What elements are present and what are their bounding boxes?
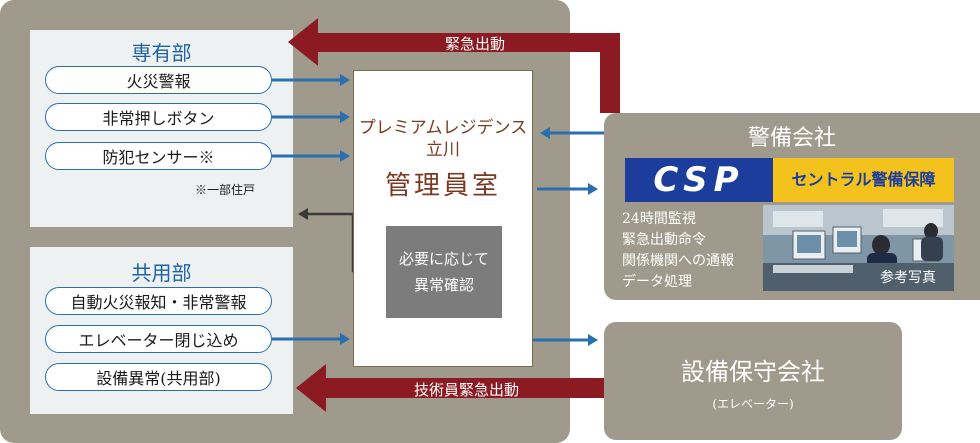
maintenance-company-title: 設備保守会社 (681, 358, 825, 386)
common-area-title: 共用部 (131, 261, 192, 285)
company-name-logo: セントラル警備保障 (773, 158, 954, 202)
fire-alarm-item: 火災警報 (45, 66, 272, 94)
emergency-arrow-head (288, 18, 318, 66)
monitoring-room-photo (763, 205, 954, 291)
photo-caption: 参考写真 (880, 270, 936, 286)
equipment-fault-item: 設備異常(共用部) (45, 363, 272, 391)
elevator-entrapment-item: エレベーター閉じ込め (45, 325, 272, 353)
emergency-arrow-shaft (312, 33, 620, 52)
emergency-arrow-vertical (600, 33, 620, 113)
anomaly-check-line1: 必要に応じて (398, 250, 489, 268)
csp-logo: CSP (625, 158, 773, 202)
duty-item: データ処理 (622, 274, 692, 290)
duty-item: 緊急出動命令 (622, 232, 706, 248)
duty-item: 24時間監視 (622, 211, 696, 227)
building-name: プレミアムレジデンス (358, 118, 528, 138)
security-sensor-item: 防犯センサー※ (45, 142, 272, 170)
management-office-title: 管理員室 (384, 171, 501, 201)
duty-item: 関係機関への通報 (622, 253, 734, 269)
private-area-title: 専有部 (131, 41, 192, 65)
security-company-title: 警備会社 (747, 126, 836, 151)
fire-alarm-common-item: 自動火災報知・非常警報 (45, 287, 272, 315)
emergency-button-item: 非常押しボタン (45, 103, 272, 131)
technician-dispatch-label: 技術員緊急出動 (414, 381, 520, 399)
technician-arrow-head (296, 364, 326, 412)
maintenance-company-panel (604, 322, 902, 440)
anomaly-check-line2: 異常確認 (413, 276, 474, 294)
maintenance-company-subtitle: (エレベーター) (712, 397, 794, 411)
technician-arrow-shaft (322, 378, 604, 398)
partial-units-note: ※一部住戸 (195, 183, 256, 197)
management-office-box: プレミアムレジデンス 立川 管理員室 (353, 70, 533, 367)
building-location: 立川 (426, 140, 460, 160)
security-duties-list: 24時間監視 緊急出動命令 関係機関への通報 データ処理 (622, 209, 734, 293)
emergency-dispatch-label: 緊急出動 (445, 35, 506, 53)
anomaly-check-box: 必要に応じて 異常確認 (386, 226, 502, 318)
